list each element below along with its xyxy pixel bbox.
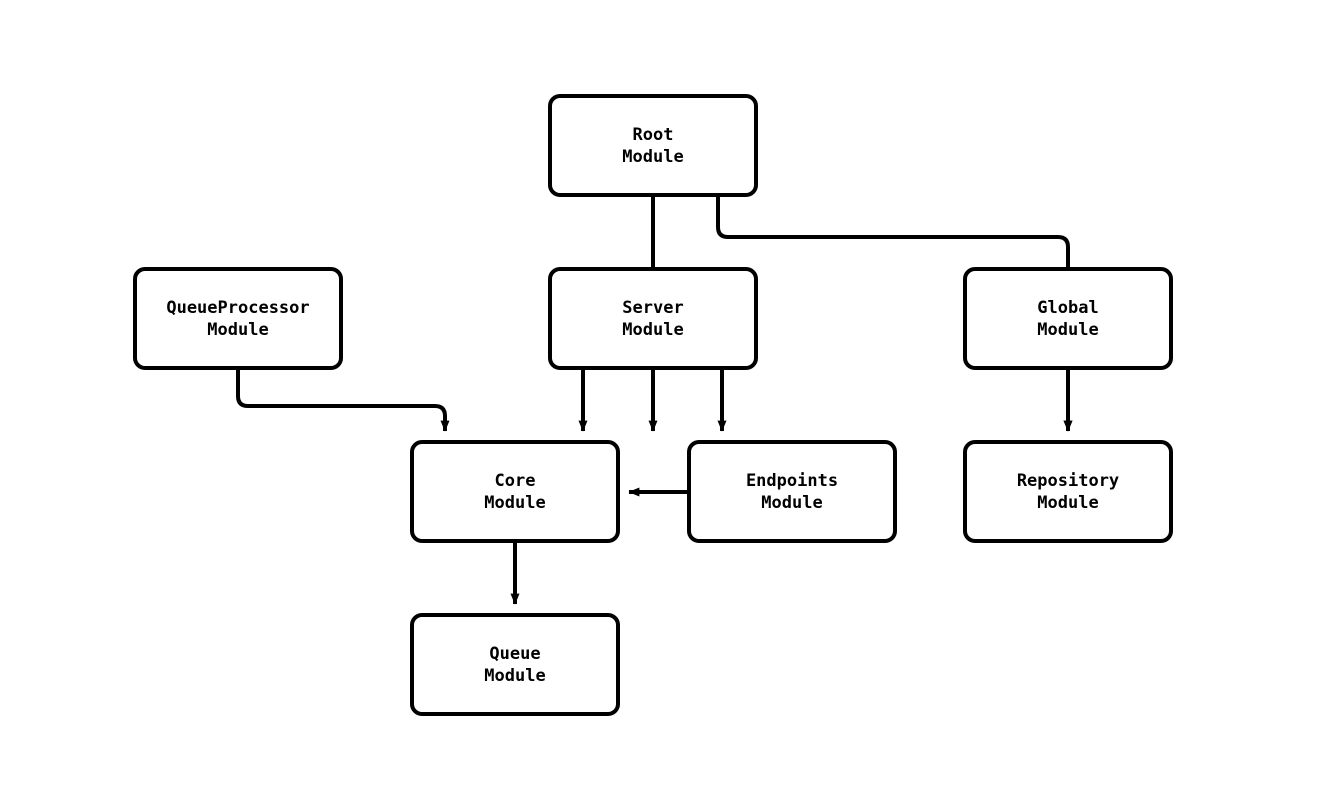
node-endpoints-module-name: Endpoints <box>745 470 839 491</box>
node-endpoints-module-suffix: Module <box>761 492 823 513</box>
node-root-module[interactable]: Root Module <box>548 94 758 197</box>
node-queueprocessor-module-suffix: Module <box>207 319 269 340</box>
node-queue-module-suffix: Module <box>484 665 546 686</box>
node-core-module[interactable]: Core Module <box>410 440 620 543</box>
node-server-module-suffix: Module <box>622 319 684 340</box>
node-root-module-suffix: Module <box>622 146 684 167</box>
node-root-module-name: Root <box>632 124 674 145</box>
node-endpoints-module[interactable]: Endpoints Module <box>687 440 897 543</box>
node-core-module-suffix: Module <box>484 492 546 513</box>
node-queue-module[interactable]: Queue Module <box>410 613 620 716</box>
node-queueprocessor-module-name: QueueProcessor <box>166 297 310 318</box>
node-server-module[interactable]: Server Module <box>548 267 758 370</box>
node-core-module-name: Core <box>494 470 536 491</box>
node-queue-module-name: Queue <box>489 643 541 664</box>
node-queueprocessor-module[interactable]: QueueProcessor Module <box>133 267 343 370</box>
node-global-module-suffix: Module <box>1037 319 1099 340</box>
node-repository-module[interactable]: Repository Module <box>963 440 1173 543</box>
node-server-module-name: Server <box>622 297 684 318</box>
node-repository-module-name: Repository <box>1016 470 1120 491</box>
node-global-module[interactable]: Global Module <box>963 267 1173 370</box>
edge-root-global <box>716 197 1073 432</box>
node-global-module-name: Global <box>1037 297 1099 318</box>
edge-queueprocessor-core <box>236 370 450 432</box>
node-repository-module-suffix: Module <box>1037 492 1099 513</box>
